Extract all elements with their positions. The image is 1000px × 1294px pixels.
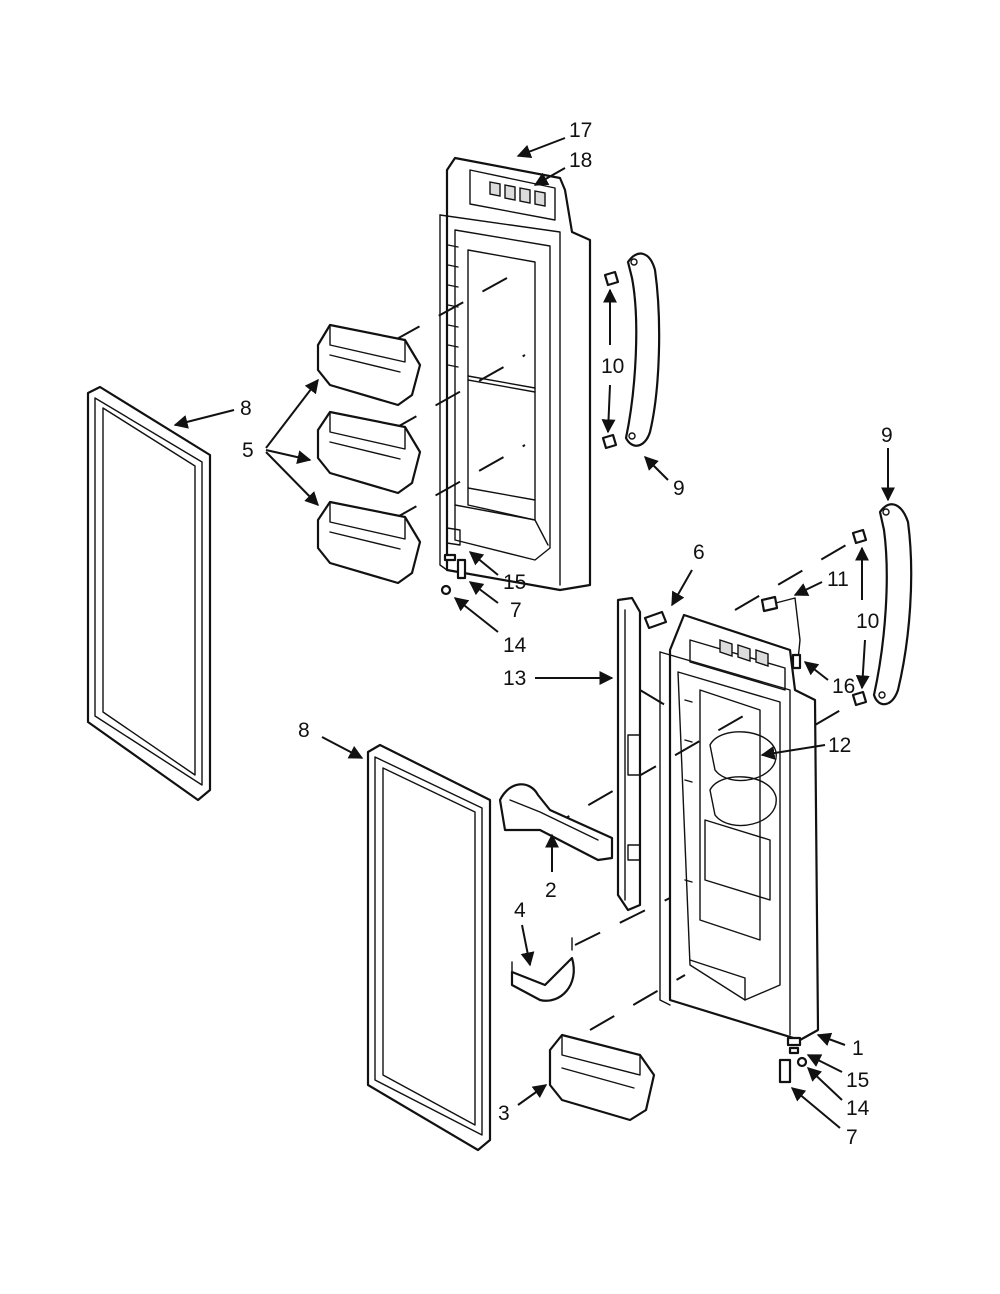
shelf-notches-left [447, 244, 459, 368]
callout-8-lower: 8 [298, 719, 310, 742]
callout-1: 1 [852, 1037, 864, 1060]
callout-9-upper: 9 [673, 477, 685, 500]
handle-screw-top-lower [851, 528, 868, 545]
dispenser-chute-bracket [498, 783, 614, 862]
callout-14-lower: 14 [846, 1097, 870, 1120]
water-tube [760, 595, 801, 661]
door-bin-bottom [548, 1033, 656, 1122]
callout-2: 2 [545, 879, 557, 902]
hinge-parts-lower [778, 1036, 808, 1084]
callout-10-upper: 10 [601, 355, 624, 378]
callout-14-upper: 14 [503, 634, 527, 657]
door-handle-lower [872, 503, 913, 706]
door-gasket-lower [366, 743, 492, 1152]
right-door-liner [659, 613, 820, 1042]
callout-13: 13 [503, 667, 526, 690]
door-gasket-upper [86, 385, 212, 802]
callout-9-lower: 9 [881, 424, 893, 447]
handle-screw-top-upper [603, 270, 620, 287]
left-door-liner [439, 156, 592, 592]
callout-11: 11 [827, 568, 849, 591]
door-bin-upper [316, 323, 422, 407]
spring-clip [510, 937, 575, 1002]
callout-15-upper: 15 [503, 571, 526, 594]
leader-lines [173, 137, 895, 1129]
door-bin-middle [316, 410, 422, 495]
hinge-parts-upper [440, 529, 467, 596]
handle-screw-bottom-lower [851, 690, 868, 707]
shelf-notches-right [684, 699, 693, 883]
callout-7-upper: 7 [510, 599, 522, 622]
door-bin-lower [316, 500, 422, 585]
callout-18: 18 [569, 149, 592, 172]
callout-12: 12 [828, 734, 851, 757]
callout-16: 16 [832, 675, 855, 698]
callout-4: 4 [514, 899, 526, 922]
callout-7-lower: 7 [846, 1126, 858, 1149]
callout-15-lower: 15 [846, 1069, 869, 1092]
handle-screw-bottom-upper [601, 433, 618, 450]
door-handle-upper [624, 252, 661, 447]
callout-10-lower: 10 [856, 610, 879, 633]
callout-8-upper: 8 [240, 397, 252, 420]
callouts: 17 18 10 9 8 5 15 7 14 6 11 9 10 16 13 1… [240, 119, 893, 1149]
hinge-screw-right [791, 653, 802, 670]
rail-screw [643, 610, 668, 630]
dispenser-rail [616, 596, 642, 912]
callout-3: 3 [498, 1102, 510, 1125]
callout-6: 6 [693, 541, 705, 564]
callout-5: 5 [242, 439, 254, 462]
callout-17: 17 [569, 119, 592, 142]
